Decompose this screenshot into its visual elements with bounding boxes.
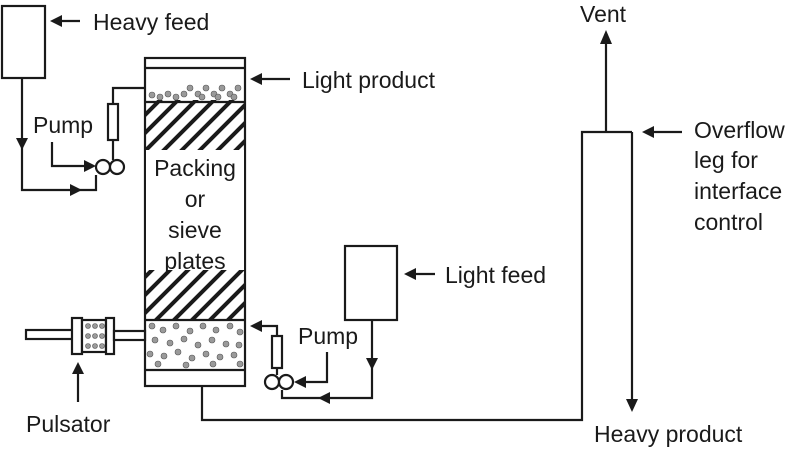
bottom-pump-piston [270,334,284,370]
overflow-label-line-2: leg for [694,147,758,173]
droplets-top-zone [148,84,242,101]
overflow-leg: Vent Heavy product Overflow leg for inte… [200,1,785,447]
heavy-product-label: Heavy product [594,421,743,447]
heavy-feed-tank [0,4,47,80]
heavy-feed-section: Heavy feed Pump [0,4,209,196]
overflow-label-line-3: interface [694,178,782,204]
pulsator-label: Pulsator [26,411,111,437]
light-feed-tank [343,244,399,322]
pulsator: Pulsator [24,316,147,437]
overflow-label-line-4: control [694,209,763,235]
light-feed-section: Light feed Pump [250,244,546,404]
vent-label: Vent [580,1,627,27]
packing-hatch-bottom [145,270,245,320]
bottom-pump-wheel-left [263,373,281,391]
top-pump-wheel-right [108,158,126,176]
heavy-feed-label: Heavy feed [93,9,209,35]
pulsator-rod [24,328,78,341]
packing-label-line-3: sieve [168,217,222,243]
pulsator-flange-left [70,316,84,356]
bottom-pump-outlet-pipe [258,324,279,336]
packing-label-line-4: plates [164,248,225,274]
top-pump-pointer [50,142,90,168]
pulsator-flange-right [104,316,116,356]
overflow-label-line-1: Overflow [694,117,785,143]
packing-label-line-2: or [185,186,206,212]
packing-text-background [146,150,244,274]
top-pump-outlet-pipe [111,86,145,104]
top-pump-wheel-left [94,158,112,176]
heavy-feed-pipe [20,78,98,192]
heavy-outlet-pipe [200,130,632,422]
packing-label-line-1: Packing [154,155,236,181]
light-product-label: Light product [302,67,436,93]
extraction-column: Packing or sieve plates [143,56,247,388]
pulsator-connector [112,329,147,342]
light-feed-label: Light feed [445,262,546,288]
bottom-pump-pointer [302,352,329,384]
bottom-pump-wheel-right [277,373,295,391]
bottom-pump-label: Pump [298,323,358,349]
top-pump-label: Pump [33,112,93,138]
top-pump-piston [106,102,120,142]
droplets-bottom-zone [146,322,244,369]
